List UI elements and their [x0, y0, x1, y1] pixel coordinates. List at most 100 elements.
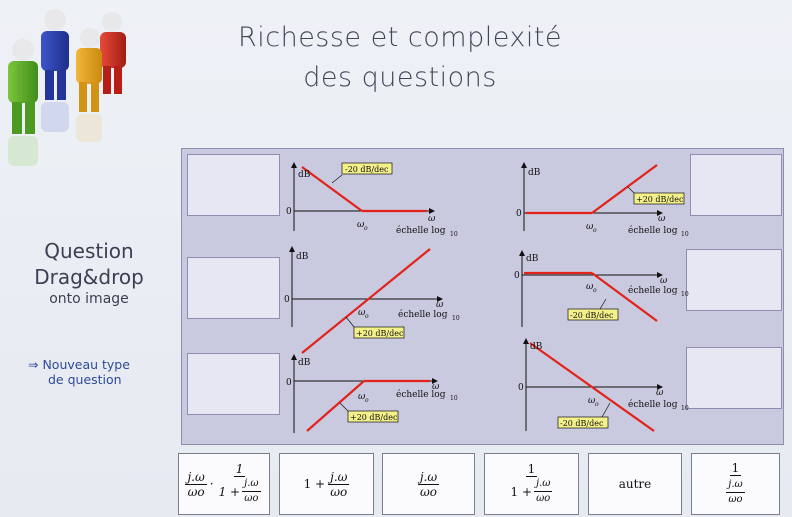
- drop-zone-3[interactable]: [187, 353, 280, 415]
- plot-4: dB 0 ω ω o échelle log 10 -20 dB/dec: [514, 250, 689, 327]
- t1-b-den-pre: 1 +: [218, 484, 241, 499]
- plot-6: dB 0 ω ω o échelle log 10 -20 dB/dec: [518, 338, 689, 432]
- p5-scale: échelle log: [396, 389, 446, 400]
- p3-scale-sub: 10: [452, 315, 460, 322]
- p4-ylabel: dB: [526, 254, 539, 264]
- p1-cut: ω: [357, 220, 365, 230]
- t4-den-num: j.ω: [534, 477, 553, 492]
- t6-den-num: j.ω: [726, 478, 745, 493]
- t2-num: j.ω: [328, 469, 350, 485]
- caption-line1: Question: [44, 239, 134, 263]
- drop-zone-4[interactable]: [690, 154, 782, 216]
- p5-ylabel: dB: [298, 358, 311, 368]
- t1-b-num: 1: [233, 462, 246, 477]
- drop-zone-5[interactable]: [686, 249, 782, 311]
- p1-scale-sub: 10: [450, 231, 458, 238]
- plot-1: dB 0 ω ω o échelle log 10 -20 dB/dec: [286, 162, 458, 238]
- t4-den-den: ωo: [536, 493, 551, 504]
- left-caption: Question Drag&drop onto image: [0, 238, 178, 308]
- people-logo-icon: [8, 9, 126, 166]
- p2-cut-sub: o: [593, 227, 597, 234]
- plot-3: dB 0 ω ω o échelle log 10 +20 dB/dec: [284, 246, 460, 354]
- p3-cut: ω: [358, 308, 366, 318]
- p4-cut: ω: [586, 282, 594, 292]
- p2-scale-sub: 10: [681, 231, 689, 238]
- p1-scale: échelle log: [396, 225, 446, 236]
- t1-b-den-num: j.ω: [242, 477, 261, 492]
- p1-slope-label: -20 dB/dec: [345, 165, 389, 174]
- p6-xlabel: ω: [656, 388, 664, 398]
- answer-tile-5[interactable]: autre: [588, 453, 682, 515]
- t3-num: j.ω: [417, 469, 440, 485]
- p5-cut: ω: [358, 392, 366, 402]
- plot-5: dB 0 ω ω o échelle log 10 +20 dB/dec: [286, 354, 458, 433]
- p2-cut: ω: [586, 222, 594, 232]
- t1-a-num: j.ω: [185, 469, 207, 485]
- p6-slope-label: -20 dB/dec: [560, 419, 604, 428]
- p3-slope-label: +20 dB/dec: [356, 329, 404, 338]
- bullet-note: ⇒ Nouveau type de question: [28, 357, 130, 387]
- drop-zone-6[interactable]: [686, 347, 782, 409]
- bullet-line1: ⇒ Nouveau type: [28, 357, 130, 372]
- t6-den-den: ωo: [728, 494, 743, 505]
- p4-cut-sub: o: [593, 287, 597, 294]
- p1-zero: 0: [286, 207, 292, 217]
- plot-2: dB 0 ω ω o échelle log 10 +20 dB/dec: [516, 162, 689, 238]
- caption-line3: onto image: [49, 291, 129, 307]
- p2-ylabel: dB: [528, 168, 541, 178]
- p4-xlabel: ω: [660, 276, 668, 286]
- p5-cut-sub: o: [365, 397, 369, 404]
- p3-zero: 0: [284, 295, 290, 305]
- p5-scale-sub: 10: [450, 395, 458, 402]
- p6-scale-sub: 10: [681, 405, 689, 412]
- p4-scale: échelle log: [628, 285, 678, 296]
- drop-zone-2[interactable]: [187, 257, 280, 319]
- p2-slope-label: +20 dB/dec: [636, 195, 684, 204]
- p6-ylabel: dB: [530, 342, 543, 352]
- t2-den: ωo: [330, 484, 348, 499]
- slide-title-line2: des questions: [303, 62, 497, 93]
- t1-a-den: ωo: [187, 484, 205, 499]
- drop-zone-1[interactable]: [187, 154, 280, 216]
- caption-line2: Drag&drop: [34, 265, 144, 289]
- t6-num: 1: [729, 461, 742, 476]
- p6-zero: 0: [518, 383, 524, 393]
- t4-num: 1: [525, 462, 538, 477]
- t5-label: autre: [618, 477, 652, 491]
- p1-cut-sub: o: [364, 225, 368, 232]
- p2-zero: 0: [516, 209, 522, 219]
- p3-cut-sub: o: [365, 313, 369, 320]
- t1-b-den-den: ωo: [244, 493, 259, 504]
- drop-image-board: dB 0 ω ω o échelle log 10 -20 dB/dec dB …: [181, 148, 784, 445]
- p5-slope-label: +20 dB/dec: [350, 413, 398, 422]
- t1-dot: ·: [209, 477, 214, 491]
- p2-xlabel: ω: [658, 214, 666, 224]
- t2-pre: 1 +: [303, 477, 326, 491]
- p1-ylabel: dB: [298, 170, 311, 180]
- p3-ylabel: dB: [296, 252, 309, 262]
- p4-slope-label: -20 dB/dec: [570, 311, 614, 320]
- p6-cut-sub: o: [595, 401, 599, 408]
- p4-zero: 0: [514, 271, 520, 281]
- p4-scale-sub: 10: [681, 291, 689, 298]
- p2-scale: échelle log: [628, 225, 678, 236]
- p6-scale: échelle log: [628, 399, 678, 410]
- p3-scale: échelle log: [398, 309, 448, 320]
